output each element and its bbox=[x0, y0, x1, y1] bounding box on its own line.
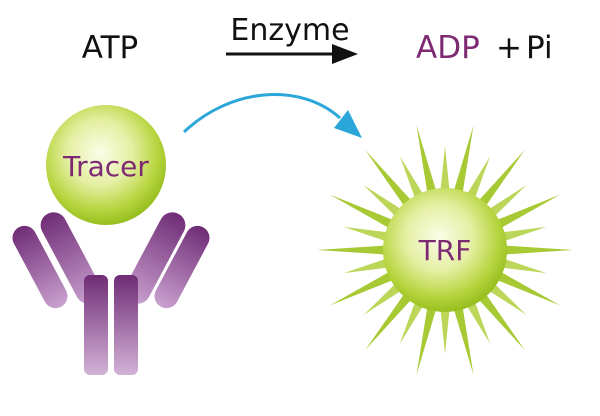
trf-spike bbox=[416, 125, 437, 193]
trf-spike bbox=[329, 194, 394, 229]
trf-spike bbox=[343, 258, 388, 274]
trf-spike bbox=[466, 156, 491, 199]
substrate-label: ATP bbox=[82, 30, 138, 66]
trf-spike bbox=[329, 271, 394, 306]
trf-node: TRF bbox=[317, 125, 573, 375]
enzyme-label: Enzyme bbox=[230, 13, 349, 48]
trf-spike bbox=[365, 149, 412, 207]
trf-spike bbox=[440, 146, 450, 191]
trf-spike bbox=[488, 185, 527, 217]
product-label: ADP bbox=[416, 30, 480, 66]
trf-spike bbox=[363, 185, 402, 217]
byproduct-label: Pi bbox=[526, 30, 553, 66]
trf-spike bbox=[496, 271, 561, 306]
trf-starburst bbox=[317, 125, 573, 375]
trf-spike bbox=[466, 301, 491, 344]
trf-spike bbox=[399, 156, 424, 199]
tracer-label: Tracer bbox=[62, 150, 149, 183]
trf-spike bbox=[478, 149, 525, 207]
trf-spike bbox=[496, 194, 561, 229]
trf-spike bbox=[365, 293, 412, 351]
antibody-icon bbox=[12, 212, 210, 375]
tracer-node: Tracer bbox=[46, 105, 166, 225]
plus-label: + bbox=[496, 30, 522, 66]
trf-spike bbox=[453, 125, 474, 193]
trf-spike bbox=[317, 245, 386, 255]
transfer-arrow bbox=[182, 93, 362, 138]
trf-spike bbox=[504, 245, 573, 255]
trf-spike bbox=[343, 226, 388, 242]
product-group: ADP + Pi bbox=[416, 30, 553, 66]
trf-spike bbox=[502, 258, 547, 274]
trf-spike bbox=[416, 307, 437, 375]
trf-spike bbox=[440, 309, 450, 354]
trf-spike bbox=[502, 226, 547, 242]
trf-spike bbox=[399, 301, 424, 344]
trf-spike bbox=[488, 283, 527, 315]
trf-label: TRF bbox=[418, 234, 472, 267]
trf-spike bbox=[453, 307, 474, 375]
reaction-arrow bbox=[226, 44, 358, 64]
trf-spike bbox=[478, 293, 525, 351]
trf-spike bbox=[363, 283, 402, 315]
